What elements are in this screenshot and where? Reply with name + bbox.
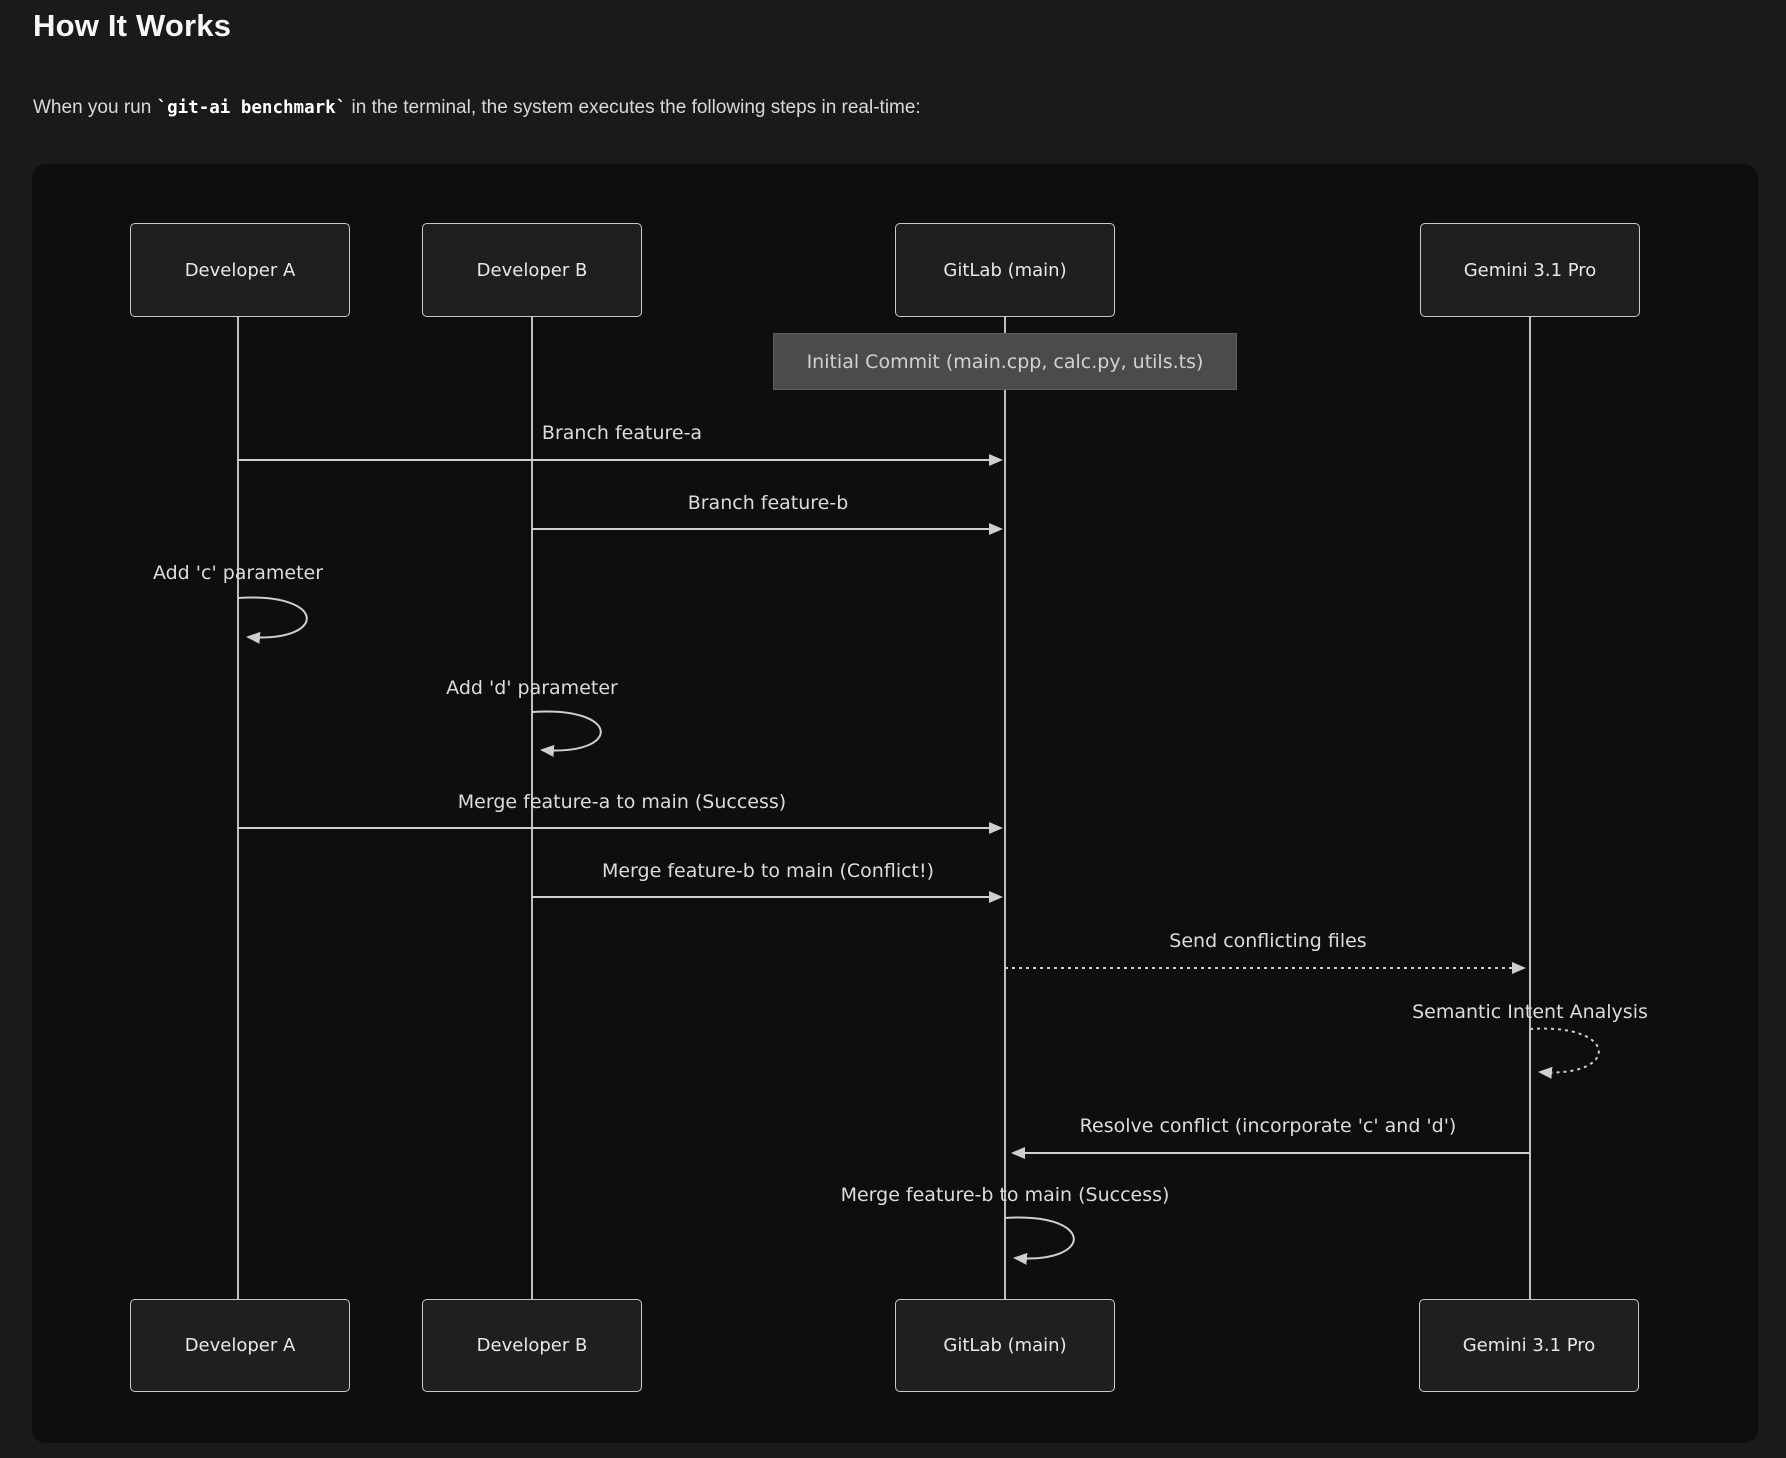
actor-label: GitLab (main)	[943, 259, 1067, 281]
self-loop-add-c	[237, 596, 308, 644]
actor-box-gitlab-top: GitLab (main)	[895, 223, 1115, 317]
message-label-branch-feature-b: Branch feature-b	[687, 492, 849, 514]
intro-suffix: in the terminal, the system executes the…	[346, 97, 921, 118]
message-label-send-conflicting-files: Send conflicting files	[1169, 930, 1367, 952]
message-label-merge-feature-a: Merge feature-a to main (Success)	[457, 791, 787, 813]
message-label-semantic-intent-analysis: Semantic Intent Analysis	[1412, 1001, 1648, 1023]
self-loop-semantic-analysis	[1529, 1027, 1600, 1079]
actor-box-developer-b-bottom: Developer B	[422, 1299, 642, 1392]
message-label-merge-feature-b-success: Merge feature-b to main (Success)	[840, 1184, 1170, 1206]
intro-prefix: When you run	[33, 97, 157, 118]
diagram-lines-layer	[237, 317, 1600, 1299]
message-label-add-d-parameter: Add 'd' parameter	[446, 677, 618, 699]
sequence-diagram-panel: Developer A Developer B GitLab (main) Ge…	[32, 164, 1758, 1443]
actor-label: Developer A	[184, 259, 296, 281]
actor-box-gemini-bottom: Gemini 3.1 Pro	[1419, 1299, 1639, 1392]
actor-label: Developer B	[476, 259, 588, 281]
message-label-add-c-parameter: Add 'c' parameter	[152, 562, 324, 584]
actor-box-developer-b-top: Developer B	[422, 223, 642, 317]
actor-label: Developer A	[184, 1335, 296, 1356]
self-loop-merge-feature-b-success	[1004, 1216, 1075, 1265]
message-label-merge-feature-b-conflict: Merge feature-b to main (Conflict!)	[601, 860, 935, 882]
actor-label: GitLab (main)	[943, 1335, 1067, 1356]
inline-code: `git-ai benchmark`	[156, 98, 347, 118]
self-loop-add-d	[531, 710, 602, 757]
actor-box-developer-a-top: Developer A	[130, 223, 350, 317]
note-initial-commit: Initial Commit (main.cpp, calc.py, utils…	[773, 333, 1237, 390]
diagram-stage: Developer A Developer B GitLab (main) Ge…	[32, 164, 1758, 1443]
message-label-branch-feature-a: Branch feature-a	[541, 422, 703, 444]
actor-label: Gemini 3.1 Pro	[1463, 259, 1597, 281]
intro-text: When you run `git-ai benchmark` in the t…	[33, 97, 921, 119]
message-label-resolve-conflict: Resolve conflict (incorporate 'c' and 'd…	[1079, 1115, 1457, 1137]
actor-label: Developer B	[476, 1335, 588, 1356]
actor-box-gemini-top: Gemini 3.1 Pro	[1420, 223, 1640, 317]
actor-box-developer-a-bottom: Developer A	[130, 1299, 350, 1392]
actor-label: Gemini 3.1 Pro	[1462, 1335, 1596, 1356]
actor-box-gitlab-bottom: GitLab (main)	[895, 1299, 1115, 1392]
page-title: How It Works	[33, 8, 232, 43]
